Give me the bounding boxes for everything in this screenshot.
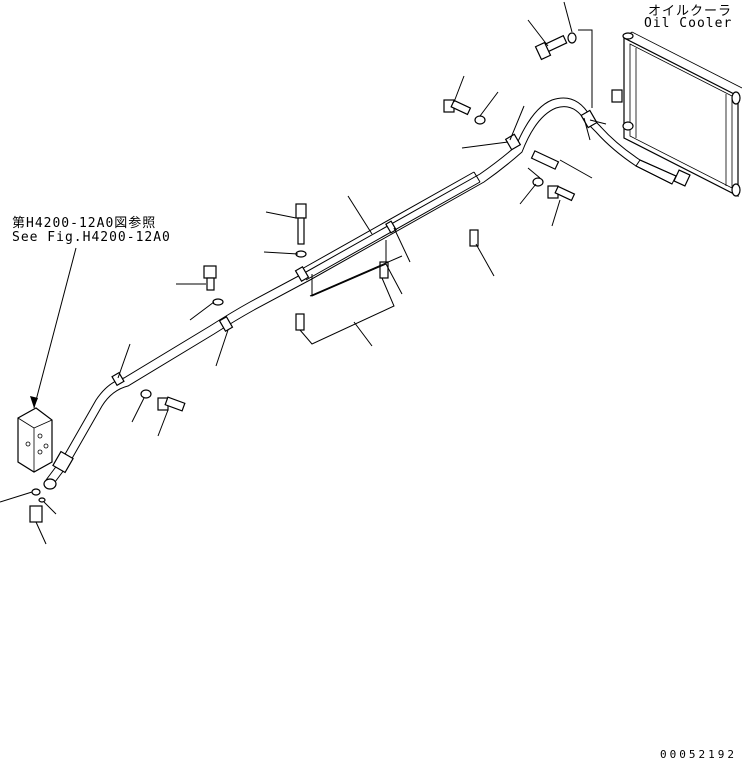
tube-clamps [111,109,598,387]
oil-cooler-label-jp: オイルクーラ [648,4,733,19]
oil-tube [43,97,691,490]
oil-cooler-label-en: Oil Cooler [644,16,733,31]
valve-block [17,407,53,523]
fasteners [140,32,577,412]
drawing-number: 00052192 [660,748,737,761]
leader-lines [0,1,607,545]
reference-label-jp: 第H4200-12A0図参照 [12,216,157,231]
oil-cooler [611,31,742,197]
reference-label-en: See Fig.H4200-12A0 [12,230,171,245]
